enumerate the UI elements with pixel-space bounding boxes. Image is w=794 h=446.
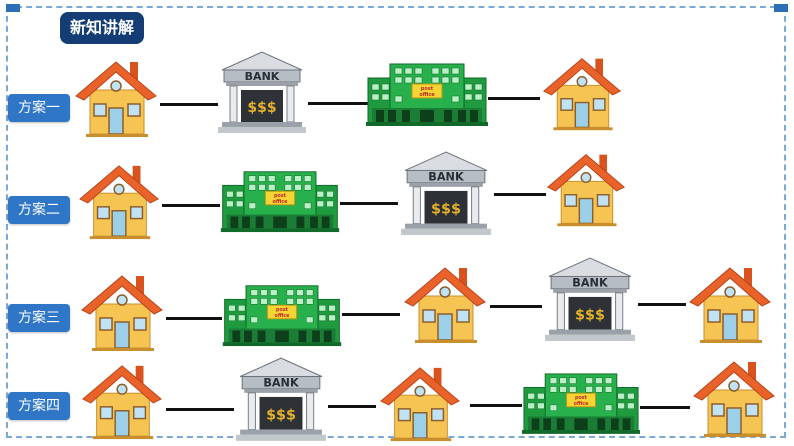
post-office-icon (220, 164, 340, 234)
route-line (638, 303, 686, 306)
bank-icon (216, 50, 308, 136)
plan-label-3: 方案三 (8, 304, 70, 332)
bank-icon (398, 150, 494, 238)
house-icon (76, 160, 162, 242)
house-icon (376, 362, 464, 444)
route-line (328, 405, 376, 408)
corner-mark (774, 4, 788, 12)
route-line (488, 97, 540, 100)
house-icon (540, 52, 624, 134)
route-line (166, 408, 234, 411)
route-line (308, 102, 368, 105)
corner-mark (6, 4, 20, 12)
post-office-icon (222, 278, 342, 348)
post-office-icon (522, 366, 640, 436)
plan-label-4: 方案四 (8, 392, 70, 420)
section-title: 新知讲解 (60, 12, 144, 44)
bank-icon (542, 256, 638, 344)
route-line (640, 406, 690, 409)
house-icon (544, 148, 628, 230)
house-icon (690, 356, 778, 440)
plan-label-1: 方案一 (8, 94, 70, 122)
route-line (342, 313, 400, 316)
house-icon (78, 360, 166, 442)
house-icon (72, 56, 160, 140)
route-line (162, 204, 220, 207)
route-line (490, 305, 542, 308)
house-icon (78, 270, 166, 354)
post-office-icon (366, 56, 488, 128)
route-line (340, 202, 398, 205)
house-icon (400, 262, 490, 346)
route-line (470, 404, 522, 407)
bank-icon (234, 356, 328, 444)
route-line (166, 317, 222, 320)
house-icon (686, 262, 774, 346)
route-line (160, 103, 218, 106)
route-line (494, 193, 546, 196)
plan-label-2: 方案二 (8, 196, 70, 224)
